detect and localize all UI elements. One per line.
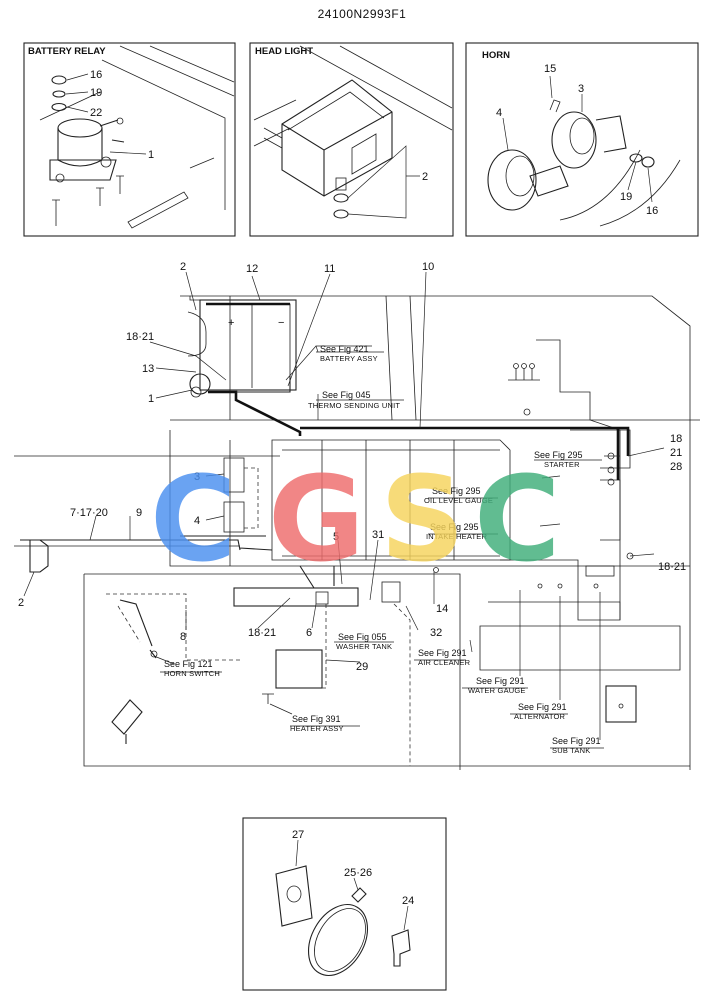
callout-8: 8 bbox=[180, 631, 186, 643]
callout-31: 31 bbox=[372, 529, 384, 541]
ref-sub-fig: See Fig 291 bbox=[552, 736, 601, 746]
callout-28-right: 28 bbox=[670, 461, 682, 473]
watermark-letter-3: S bbox=[380, 450, 465, 588]
callout-9: 9 bbox=[136, 507, 142, 519]
ref-heater-fig: See Fig 391 bbox=[292, 714, 341, 724]
callout-18-21-b: 18·21 bbox=[248, 627, 276, 639]
callout-29: 29 bbox=[356, 661, 368, 673]
callout-18-21-a: 18·21 bbox=[126, 331, 154, 343]
callout-19: 19 bbox=[90, 87, 102, 99]
ref-horn-name: HORN SWITCH bbox=[164, 669, 220, 678]
callout-22: 22 bbox=[90, 107, 102, 119]
callout-24: 24 bbox=[402, 895, 414, 907]
ref-oil-fig: See Fig 295 bbox=[432, 486, 481, 496]
callout-4-horn: 4 bbox=[496, 107, 502, 119]
callout-27: 27 bbox=[292, 829, 304, 841]
ref-water-fig: See Fig 291 bbox=[476, 676, 525, 686]
callout-10: 10 bbox=[422, 261, 434, 273]
callout-18-21-right: 18·21 bbox=[658, 561, 686, 573]
ref-alt-name: ALTERNATOR bbox=[514, 712, 566, 721]
callout-4-main: 4 bbox=[194, 515, 200, 527]
ref-washer-name: WASHER TANK bbox=[336, 642, 392, 651]
callout-16: 16 bbox=[90, 69, 102, 81]
callout-19-horn: 19 bbox=[620, 191, 632, 203]
ref-intake-fig: See Fig 295 bbox=[430, 522, 479, 532]
battery-relay-panel: BATTERY RELAY 16 19 22 1 bbox=[23, 42, 236, 237]
document-code: 24100N2993F1 bbox=[318, 7, 407, 21]
callout-1-main: 1 bbox=[148, 393, 154, 405]
callout-14: 14 bbox=[436, 603, 448, 615]
ref-water-name: WATER GAUGE bbox=[468, 686, 526, 695]
ref-heater-name: HEATER ASSY bbox=[290, 724, 344, 733]
callout-18-right: 18 bbox=[670, 433, 682, 445]
ref-battery-name: BATTERY ASSY bbox=[320, 354, 378, 363]
main-leaders bbox=[23, 271, 665, 749]
ref-thermo-fig: See Fig 045 bbox=[322, 390, 371, 400]
callout-12: 12 bbox=[246, 263, 258, 275]
ref-air-fig: See Fig 291 bbox=[418, 648, 467, 658]
callout-5: 5 bbox=[333, 531, 339, 543]
watermark: C G S C bbox=[150, 450, 561, 588]
battery-relay-drawing bbox=[49, 75, 189, 229]
horn-title: HORN bbox=[482, 50, 510, 61]
svg-text:+: + bbox=[228, 317, 234, 329]
callout-3-horn: 3 bbox=[578, 83, 584, 95]
callout-2-main: 2 bbox=[180, 261, 186, 273]
ref-battery-fig: See Fig 421 bbox=[320, 344, 369, 354]
bottom-parts-panel: 27 25·26 24 bbox=[242, 817, 447, 991]
callout-21-right: 21 bbox=[670, 447, 682, 459]
callout-2-headlight: 2 bbox=[422, 171, 428, 183]
callout-2-left: 2 bbox=[18, 597, 24, 609]
ref-sub-name: SUB TANK bbox=[552, 746, 590, 755]
main-callouts: 2 12 11 10 18·21 13 1 3 4 7·17·20 9 2 5 … bbox=[18, 261, 686, 673]
battery-relay-title: BATTERY RELAY bbox=[28, 46, 106, 57]
callout-16-horn: 16 bbox=[646, 205, 658, 217]
head-light-drawing bbox=[263, 79, 393, 219]
ref-starter-name: STARTER bbox=[544, 460, 580, 469]
callout-13: 13 bbox=[142, 363, 154, 375]
ref-intake-name: INTAKE HEATER bbox=[426, 532, 487, 541]
watermark-letter-1: C bbox=[150, 450, 237, 588]
watermark-letter-4: C bbox=[474, 450, 561, 588]
ref-starter-fig: See Fig 295 bbox=[534, 450, 583, 460]
callout-7-17-20: 7·17·20 bbox=[70, 507, 108, 519]
ref-horn-fig: See Fig 121 bbox=[164, 659, 213, 669]
head-light-panel: HEAD LIGHT 2 bbox=[249, 42, 454, 237]
ref-oil-name: OIL LEVEL GAUGE bbox=[424, 496, 493, 505]
ref-thermo-name: THERMO SENDING UNIT bbox=[308, 401, 400, 410]
bottom-parts-drawing bbox=[275, 865, 411, 976]
callout-11: 11 bbox=[324, 263, 335, 275]
svg-text:−: − bbox=[278, 317, 284, 329]
watermark-letter-2: G bbox=[268, 450, 365, 588]
callout-1: 1 bbox=[148, 149, 154, 161]
ref-air-name: AIR CLEANER bbox=[418, 658, 471, 667]
callout-32: 32 bbox=[430, 627, 442, 639]
horn-panel: HORN 15 3 4 19 16 bbox=[465, 42, 699, 237]
ref-alt-fig: See Fig 291 bbox=[518, 702, 567, 712]
callout-25-26: 25·26 bbox=[344, 867, 372, 879]
head-light-title: HEAD LIGHT bbox=[255, 46, 313, 57]
reference-labels: See Fig 421 BATTERY ASSY See Fig 045 THE… bbox=[164, 344, 601, 755]
callout-15: 15 bbox=[544, 63, 556, 75]
callout-6: 6 bbox=[306, 627, 312, 639]
ref-washer-fig: See Fig 055 bbox=[338, 632, 387, 642]
callout-3-main: 3 bbox=[194, 471, 200, 483]
